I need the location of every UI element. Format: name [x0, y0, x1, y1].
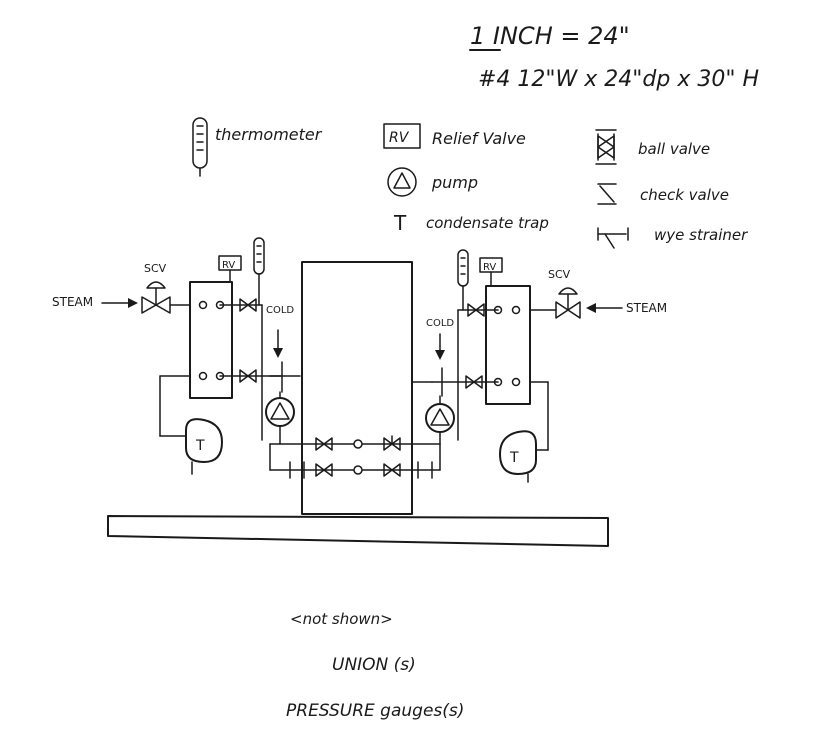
- steam-left-label: STEAM: [52, 295, 93, 309]
- cold-right-label: COLD: [426, 318, 454, 329]
- cold-left-label: COLD: [266, 305, 294, 316]
- right-loop: STEAM SCV RV: [411, 249, 667, 483]
- trap-left-label: T: [195, 438, 205, 454]
- rv-right-label: RV: [483, 262, 496, 273]
- wye-strainer-icon: [597, 227, 629, 249]
- legend-check-valve: check valve: [640, 186, 729, 204]
- steam-control-valve-right: SCV: [548, 268, 581, 319]
- left-loop: STEAM SCV RV: [52, 237, 301, 475]
- scv-right-label: SCV: [548, 268, 571, 281]
- base-table: [107, 515, 609, 547]
- legend-condensate-trap: condensate trap: [426, 214, 549, 232]
- trap-right-label: T: [509, 450, 519, 466]
- steam-right-label: STEAM: [626, 301, 667, 315]
- relief-valve-tag: RV: [389, 130, 410, 146]
- legend-thermometer: thermometer: [215, 125, 323, 144]
- condensate-trap-right: T: [499, 430, 537, 483]
- notes: <not shown> UNION (s) PRESSURE gauges(s): [286, 610, 464, 721]
- check-valve-icon: [597, 183, 617, 205]
- scv-left-label: SCV: [144, 262, 167, 275]
- note-not-shown: <not shown>: [290, 610, 393, 628]
- pump-left: [265, 397, 295, 427]
- thermometer-right: [457, 249, 469, 311]
- pump-right: [425, 403, 455, 433]
- legend-trap-symbol: T: [393, 211, 407, 235]
- scale-note: 1 INCH = 24" #4 12"W x 24"dp x 30" H: [469, 22, 759, 92]
- ball-valve-icon: [595, 129, 617, 165]
- rv-left-label: RV: [222, 260, 235, 271]
- scale-line-1: 1 INCH = 24": [470, 22, 630, 50]
- pump-icon: [387, 167, 417, 197]
- legend-ball-valve: ball valve: [638, 140, 710, 158]
- legend-pump: pump: [431, 173, 478, 192]
- condensate-trap-left: T: [185, 418, 223, 475]
- thermometer-icon: [192, 117, 208, 177]
- note-union: UNION (s): [332, 655, 416, 675]
- scale-line-2: #4 12"W x 24"dp x 30" H: [478, 67, 759, 92]
- steam-control-valve-left: SCV: [141, 262, 171, 314]
- relief-valve-icon: RV: [383, 123, 421, 149]
- legend-relief-valve: Relief Valve: [432, 129, 526, 148]
- heat-exchanger-left: [189, 281, 233, 399]
- note-gauges: PRESSURE gauges(s): [286, 701, 464, 721]
- legend-wye-strainer: wye strainer: [654, 226, 748, 244]
- thermometer-left: [253, 237, 265, 306]
- legend: thermometer RV Relief Valve pump T conde…: [192, 117, 748, 249]
- bottom-manifold: [269, 435, 441, 479]
- central-tank: [301, 261, 413, 515]
- heat-exchanger-right: [485, 285, 531, 405]
